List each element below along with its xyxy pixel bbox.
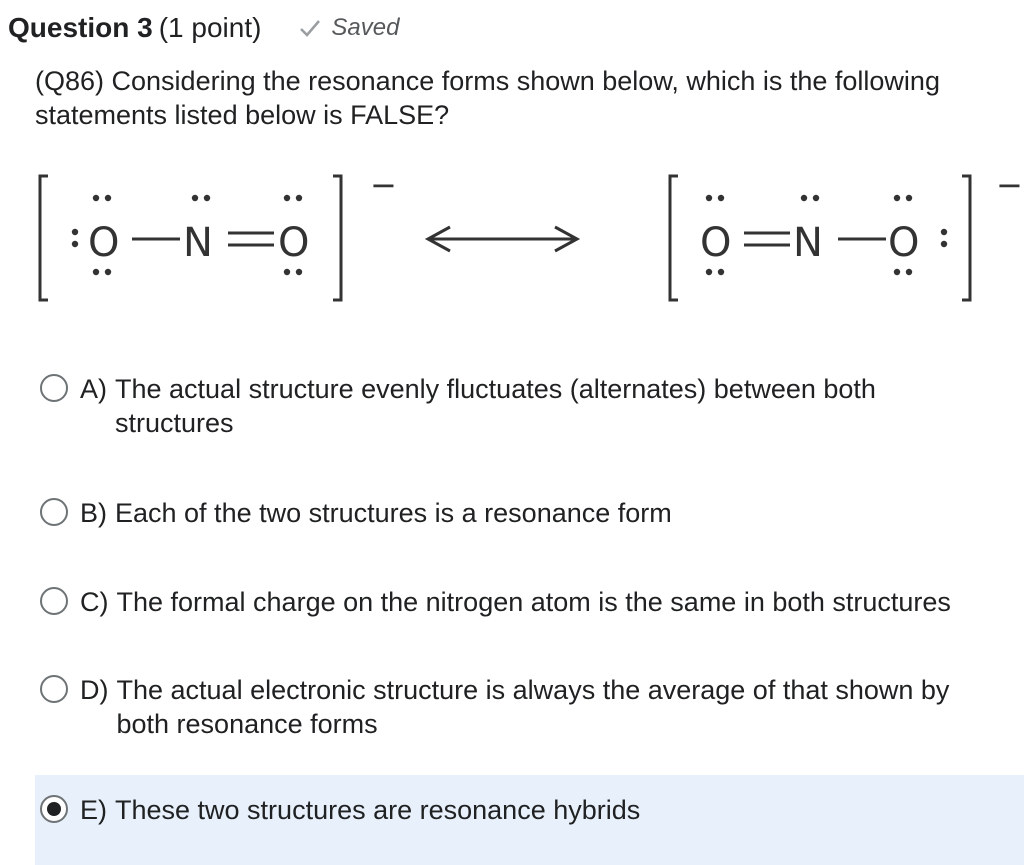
resonance-diagram: O N O − O	[38, 166, 1023, 302]
resonance-arrow-icon	[424, 225, 581, 253]
answer-option-e[interactable]: E) These two structures are resonance hy…	[35, 775, 1024, 865]
answer-option-c[interactable]: C) The formal charge on the nitrogen ato…	[35, 585, 1024, 619]
question-title: Question 3	[8, 12, 153, 43]
option-text: These two structures are resonance hybri…	[115, 795, 641, 825]
left-oxygen-1: O	[88, 220, 119, 266]
left-charge: −	[370, 166, 397, 204]
option-text: The formal charge on the nitrogen atom i…	[116, 587, 951, 617]
saved-status: Saved	[299, 14, 399, 42]
option-letter: A)	[80, 374, 107, 404]
question-prompt: (Q86) Considering the resonance forms sh…	[35, 66, 940, 130]
radio-d[interactable]	[40, 675, 68, 703]
answer-option-d[interactable]: D) The actual electronic structure is al…	[35, 673, 1024, 741]
question-points: (1 point)	[158, 12, 262, 43]
left-resonance-structure: O N O −	[38, 166, 397, 302]
right-oxygen-1: O	[700, 220, 731, 266]
radio-a[interactable]	[40, 374, 68, 402]
right-oxygen-2: O	[888, 220, 919, 266]
right-charge: −	[996, 166, 1023, 204]
left-nitrogen: N	[183, 220, 213, 266]
radio-b[interactable]	[40, 498, 68, 526]
radio-e[interactable]	[40, 795, 68, 823]
option-letter: B)	[80, 498, 107, 528]
saved-label: Saved	[331, 14, 400, 41]
option-text: Each of the two structures is a resonanc…	[115, 498, 672, 528]
option-letter: C)	[80, 587, 109, 617]
option-letter: E)	[80, 795, 107, 825]
radio-c[interactable]	[40, 587, 68, 615]
right-nitrogen: N	[793, 220, 823, 266]
question-header: Question 3 (1 point) Saved	[8, 8, 399, 48]
check-icon	[300, 20, 321, 37]
left-oxygen-2: O	[278, 220, 309, 266]
resonance-structures-figure: O N O − O	[30, 160, 1024, 310]
option-text: The actual electronic structure is alway…	[116, 675, 950, 739]
answer-option-b[interactable]: B) Each of the two structures is a reson…	[35, 496, 1024, 530]
answer-option-a[interactable]: A) The actual structure evenly fluctuate…	[35, 372, 1024, 440]
right-resonance-structure: O N O −	[668, 166, 1023, 302]
option-text: The actual structure evenly fluctuates (…	[115, 374, 876, 438]
option-letter: D)	[80, 675, 109, 705]
